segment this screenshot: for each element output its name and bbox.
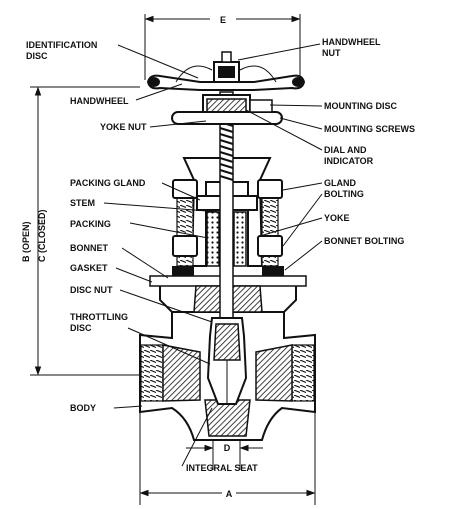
label-handwheel: HANDWHEEL: [70, 96, 129, 106]
label-yoke-nut: YOKE NUT: [100, 122, 147, 132]
label-gland-bolting-1: GLAND: [324, 178, 356, 188]
label-packing: PACKING: [70, 219, 111, 229]
label-stem: STEM: [70, 198, 95, 208]
label-packing-gland: PACKING GLAND: [70, 178, 146, 188]
label-identification-disc-2: DISC: [26, 51, 48, 61]
label-identification-disc-1: IDENTIFICATION: [26, 40, 97, 50]
label-dial-indicator-1: DIAL AND: [324, 145, 367, 155]
mounting-disc: [249, 99, 273, 113]
label-throttling-disc-1: THROTTLING: [70, 312, 128, 322]
dimension-c-closed-label: C (CLOSED): [37, 210, 47, 263]
stem: [219, 91, 234, 325]
label-handwheel-nut-1: HANDWHEEL: [322, 37, 381, 47]
dimension-d-label: D: [224, 443, 231, 453]
label-integral-seat: INTEGRAL SEAT: [186, 463, 258, 473]
label-bonnet: BONNET: [70, 243, 109, 253]
dimension-a: [139, 410, 316, 505]
gland-bolt-right: [257, 179, 283, 267]
bonnet-bolting: [172, 266, 284, 276]
label-dial-indicator-2: INDICATOR: [324, 156, 374, 166]
label-handwheel-nut-2: NUT: [322, 48, 341, 58]
gland-bolt-left: [172, 179, 198, 267]
label-bonnet-bolting: BONNET BOLTING: [324, 236, 404, 246]
label-mounting-screws: MOUNTING SCREWS: [324, 124, 415, 134]
dimension-a-label: A: [226, 489, 233, 499]
packing: [206, 211, 247, 267]
dimension-b-c: [30, 86, 140, 376]
leader-lines: [103, 43, 323, 467]
label-body: BODY: [70, 403, 96, 413]
label-yoke: YOKE: [324, 213, 350, 223]
throttling-disc: [206, 317, 248, 405]
dimension-b-open-label: B (OPEN): [21, 221, 31, 262]
label-throttling-disc-2: DISC: [70, 323, 92, 333]
label-gland-bolting-2: BOLTING: [324, 189, 364, 199]
label-mounting-disc: MOUNTING DISC: [324, 101, 397, 111]
dimension-e: [144, 14, 301, 80]
handwheel-nut: [213, 51, 240, 83]
label-gasket: GASKET: [70, 263, 108, 273]
dimension-e-label: E: [220, 15, 226, 25]
label-disc-nut: DISC NUT: [70, 285, 113, 295]
